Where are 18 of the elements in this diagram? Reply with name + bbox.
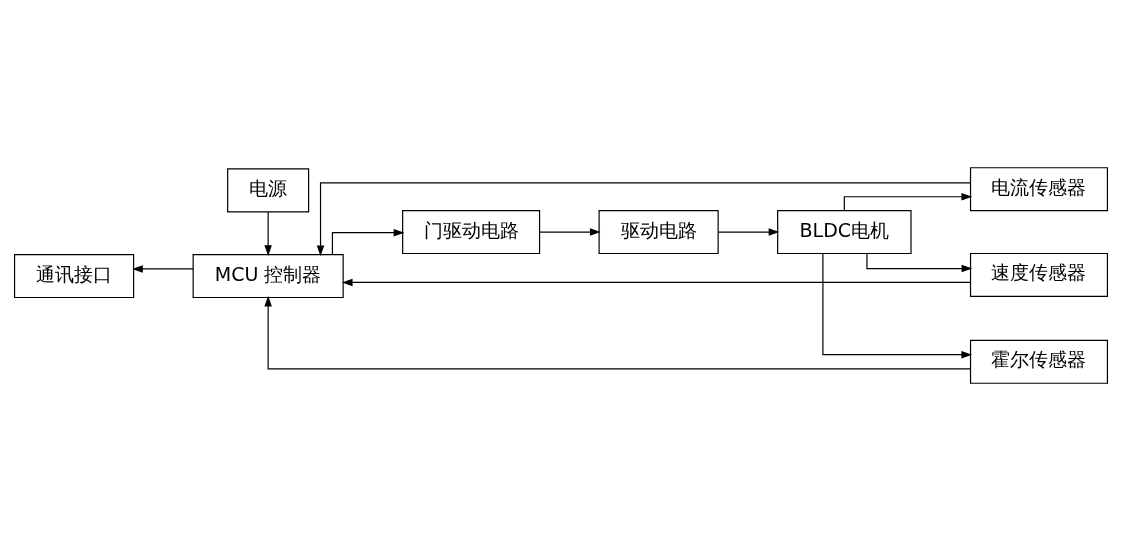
- arrow: [341, 278, 971, 287]
- node-box: MCU 控制器: [192, 254, 344, 299]
- arrow: [264, 211, 272, 256]
- node-box: 通讯接口: [13, 254, 135, 299]
- arrow: [264, 295, 971, 370]
- arrow: [132, 265, 194, 273]
- arrow: [331, 228, 405, 255]
- node-box: 门驱动电路: [402, 210, 541, 255]
- arrow: [539, 228, 601, 236]
- arrow: [717, 228, 780, 236]
- arrow: [316, 182, 971, 257]
- node-box: 驱动电路: [598, 210, 719, 255]
- node-box: 速度传感器: [969, 252, 1109, 297]
- node-box: 霍尔传感器: [969, 339, 1109, 384]
- node-box: 电流传感器: [969, 167, 1109, 212]
- node-box: 电源: [227, 168, 310, 213]
- arrow: [822, 253, 973, 359]
- node-box: BLDC电机: [777, 210, 912, 255]
